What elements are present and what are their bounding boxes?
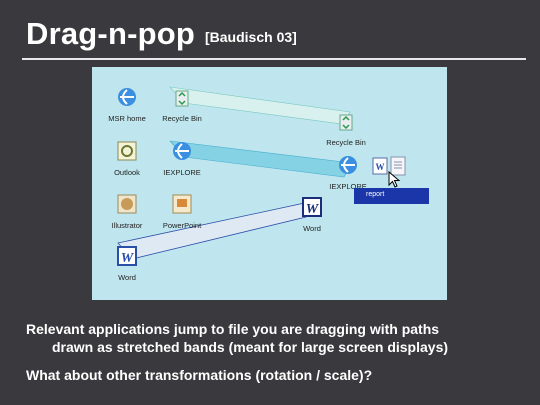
desktop-screenshot: MSR home Recycle Bin Outlook IEXPLORE Il… [92,67,447,300]
desktop-icon-iexplore[interactable]: IEXPLORE [150,139,214,177]
desktop-icon-illustrator[interactable]: Illustrator [95,192,159,230]
slide-title: Drag-n-pop [26,16,196,51]
icon-label: IEXPLORE [329,182,367,191]
desktop-icon-word[interactable]: W Word [95,244,159,282]
recycle-bin-icon [175,90,189,107]
recycle-bin-icon [339,114,353,131]
bullet-text-continued: drawn as stretched bands (meant for larg… [52,339,449,355]
powerpoint-icon [172,194,192,214]
bullet-item: What about other transformations (rotati… [26,366,526,384]
svg-text:W: W [121,251,135,266]
bullet-text: What about other transformations (rotati… [26,367,373,383]
proxy-icon-recycle-bin[interactable]: Recycle Bin [314,109,378,147]
proxy-icon-iexplore[interactable]: IEXPLORE [316,153,380,191]
icon-label: Word [118,273,136,282]
mouse-cursor-icon [388,171,401,188]
desktop-icon-recycle-bin[interactable]: Recycle Bin [150,85,214,123]
title-divider [22,58,526,60]
icon-label: Illustrator [111,221,143,230]
dragged-file-selection[interactable]: report [354,188,429,204]
dragged-file-label: report [366,191,385,198]
desktop-icon-outlook[interactable]: Outlook [95,139,159,177]
illustrator-icon [117,194,137,214]
svg-text:W: W [376,162,385,172]
icon-label: PowerPoint [162,221,202,230]
icon-label: MSR home [108,114,146,123]
icon-label: Outlook [114,168,140,177]
desktop-icon-powerpoint[interactable]: PowerPoint [150,192,214,230]
icon-label: Word [303,224,321,233]
proxy-icon-word[interactable]: W Word [280,195,344,233]
ie-icon [339,156,357,174]
outlook-icon [117,141,137,161]
ie-icon [173,142,191,160]
svg-text:W: W [306,202,320,217]
ie-icon [118,88,136,106]
word-icon: W [302,197,322,217]
citation: [Baudisch 03] [205,29,297,45]
bullet-text: Relevant applications jump to file you a… [26,321,440,337]
word-icon: W [117,246,137,266]
bullet-list: Relevant applications jump to file you a… [26,320,526,394]
bullet-item: Relevant applications jump to file you a… [26,320,526,356]
icon-label: Recycle Bin [162,114,202,123]
document-icon[interactable]: W [371,154,411,186]
icon-label: Recycle Bin [326,138,366,147]
icon-label: IEXPLORE [163,168,201,177]
desktop-icon-msr-home[interactable]: MSR home [95,85,159,123]
